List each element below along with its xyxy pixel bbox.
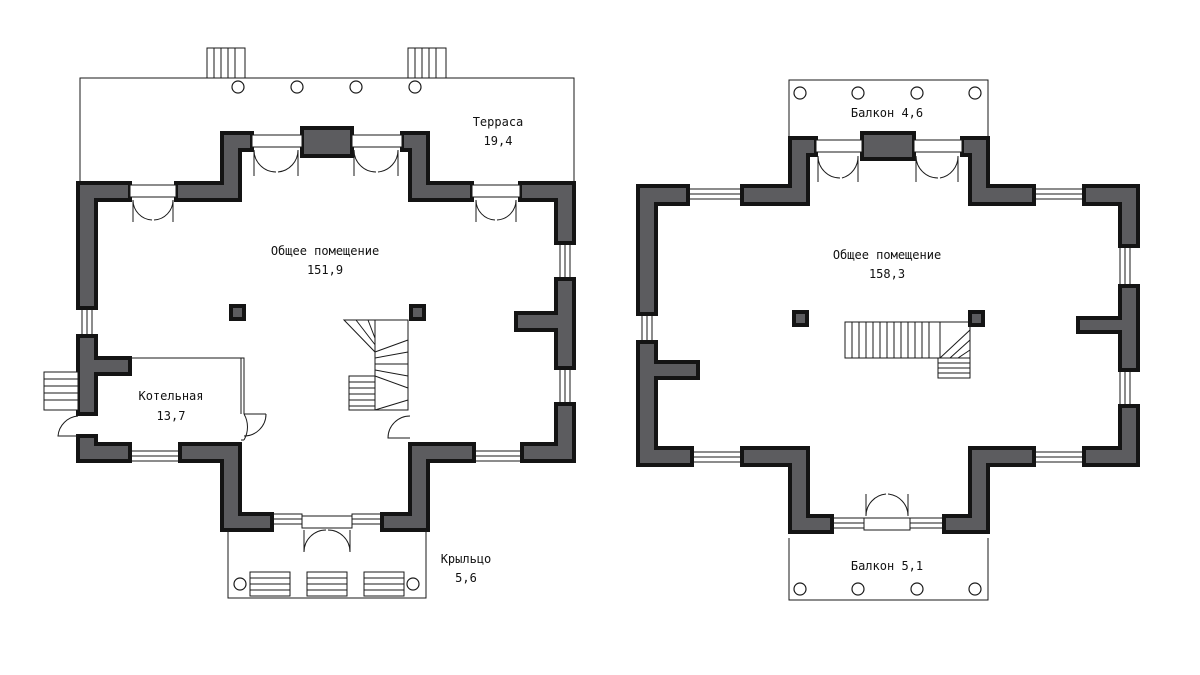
porch	[227, 530, 427, 599]
floor2-doors	[815, 139, 963, 531]
floor1-common-room-name: Общее помещение	[271, 244, 379, 258]
terrace-name: Терраса	[473, 115, 524, 129]
floor1-walls	[76, 126, 576, 532]
floor2-plan: Балкон 4,6 Общее помещение 158,3 Балкон …	[636, 79, 1140, 601]
floor2-walls	[636, 131, 1140, 534]
boiler-room-entry	[43, 371, 79, 437]
balcony-top	[788, 79, 989, 138]
boiler-room-name: Котельная	[138, 389, 203, 403]
boiler-room-area: 13,7	[157, 409, 186, 423]
floor1-windows	[81, 242, 571, 525]
floor1-doors	[129, 134, 521, 553]
balcony-bottom-name: Балкон	[851, 559, 894, 573]
terrace	[79, 47, 575, 183]
balcony-bottom	[788, 538, 989, 601]
boiler-room-partition	[130, 357, 267, 441]
balcony-bottom-area: 5,1	[901, 559, 923, 573]
terrace-area: 19,4	[484, 134, 513, 148]
floor1-plan: Терраса 19,4 Общее помещение 151,9 Котел…	[43, 47, 576, 599]
balcony-top-label: Балкон 4,6	[851, 106, 923, 120]
floor2-common-room-area: 158,3	[869, 267, 905, 281]
porch-area: 5,6	[455, 571, 477, 585]
floor2-common-room-name: Общее помещение	[833, 248, 941, 262]
floor1-staircase	[342, 319, 409, 411]
floor1-common-room-area: 151,9	[307, 263, 343, 277]
balcony-top-area: 4,6	[901, 106, 923, 120]
balcony-top-name: Балкон	[851, 106, 894, 120]
floor2-staircase	[844, 321, 971, 379]
balcony-bottom-label: Балкон 5,1	[851, 559, 923, 573]
porch-name: Крыльцо	[441, 552, 492, 566]
